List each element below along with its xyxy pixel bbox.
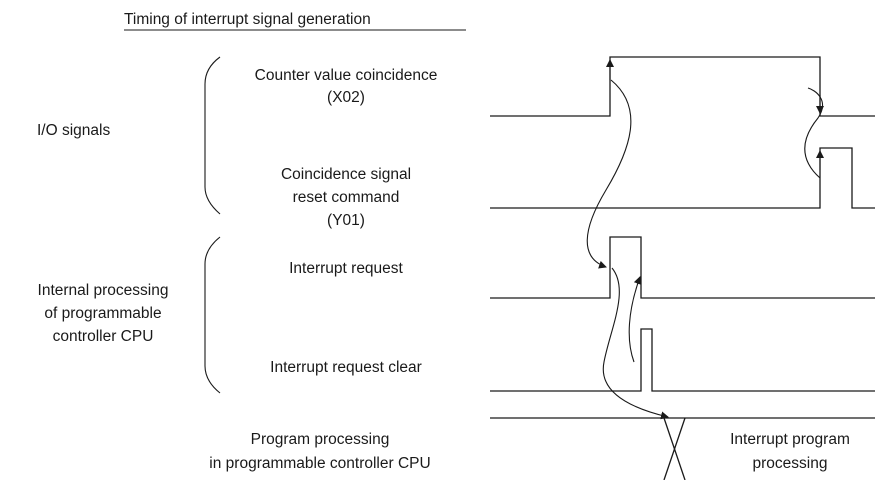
- interrupt-request-waveform: [490, 236, 875, 299]
- program-processing-transition-2: [663, 417, 686, 480]
- reset-to-counter-fall-arrow: [804, 87, 824, 179]
- interrupt-clear-waveform: [490, 328, 875, 392]
- internal-processing-label-line-3: controller CPU: [53, 328, 154, 345]
- io-signals-brace: [204, 56, 221, 215]
- interrupt-program-label-line-1: Interrupt program: [730, 431, 850, 448]
- reset-command-waveform: [490, 147, 875, 209]
- counter-coincidence-label-line-2: (X02): [327, 89, 365, 106]
- io-signals-label: I/O signals: [37, 122, 110, 139]
- internal-processing-label-line-1: Internal processing: [38, 282, 169, 299]
- internal-processing-label-line-2: of programmable: [44, 305, 161, 322]
- program-processing-label-line-1: Program processing: [251, 431, 390, 448]
- counter-to-interrupt-request-arrow: [586, 79, 632, 269]
- interrupt-program-label-line-2: processing: [753, 455, 828, 472]
- counter-coincidence-label-line-1: Counter value coincidence: [255, 67, 438, 84]
- interrupt-request-clear-label: Interrupt request clear: [270, 359, 422, 376]
- reset-command-label-line-3: (Y01): [327, 212, 365, 229]
- interrupt-request-label: Interrupt request: [289, 260, 403, 277]
- reset-command-label-line-1: Coincidence signal: [281, 166, 411, 183]
- internal-processing-brace: [204, 236, 221, 394]
- interrupt-request-to-program-arrow: [602, 267, 669, 420]
- program-processing-label-line-2: in programmable controller CPU: [209, 455, 430, 472]
- counter-coincidence-waveform: [490, 56, 875, 117]
- reset-command-label-line-2: reset command: [293, 189, 400, 206]
- clear-to-interrupt-request-arrow: [628, 276, 642, 363]
- diagram-title: Timing of interrupt signal generation: [124, 11, 371, 28]
